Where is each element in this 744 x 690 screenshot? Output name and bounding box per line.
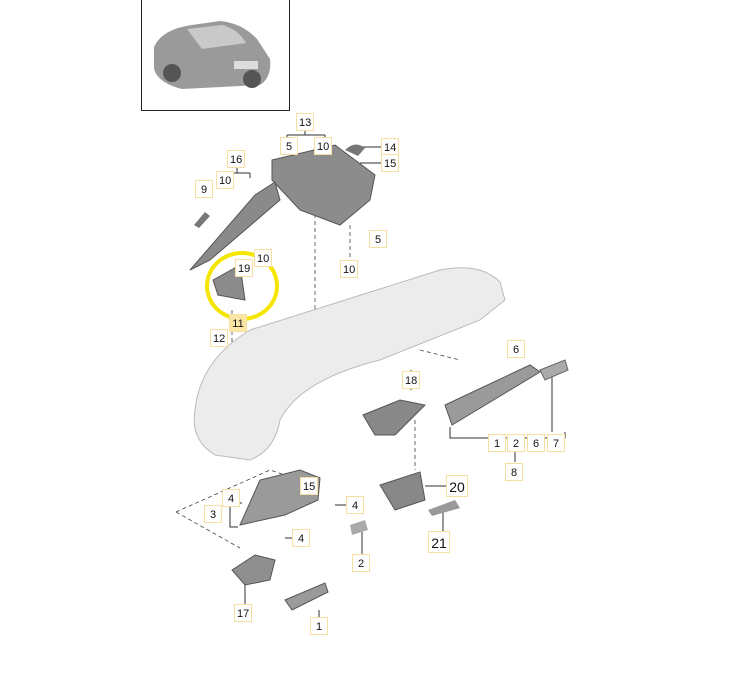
callout-1[interactable]: 1 xyxy=(488,434,506,452)
callout-20[interactable]: 20 xyxy=(446,475,468,497)
callout-11-highlighted[interactable]: 11 xyxy=(229,314,247,332)
cap-part-14 xyxy=(345,144,365,156)
storage-box-part xyxy=(379,471,426,511)
callout-15[interactable]: 15 xyxy=(300,477,319,495)
center-vent-part xyxy=(362,399,427,436)
callout-5[interactable]: 5 xyxy=(280,137,298,155)
callout-3[interactable]: 3 xyxy=(204,505,222,523)
callout-4[interactable]: 4 xyxy=(346,496,364,514)
callout-10[interactable]: 10 xyxy=(340,260,359,278)
callout-10[interactable]: 10 xyxy=(254,249,273,267)
callout-1[interactable]: 1 xyxy=(310,617,328,635)
upper-cover-part xyxy=(271,144,376,226)
callout-7[interactable]: 7 xyxy=(547,434,565,452)
callout-2[interactable]: 2 xyxy=(507,434,525,452)
car-icon xyxy=(154,21,271,89)
glovebox-part xyxy=(444,364,541,426)
callout-12[interactable]: 12 xyxy=(210,329,229,347)
callout-19[interactable]: 19 xyxy=(235,259,254,277)
callout-16[interactable]: 16 xyxy=(227,150,246,168)
vehicle-thumbnail[interactable] xyxy=(141,0,290,111)
switch-panel-part-17 xyxy=(231,554,276,586)
callout-6[interactable]: 6 xyxy=(507,340,525,358)
callout-15[interactable]: 15 xyxy=(381,154,400,172)
callout-8[interactable]: 8 xyxy=(505,463,523,481)
callout-10[interactable]: 10 xyxy=(314,137,333,155)
callout-10[interactable]: 10 xyxy=(216,171,235,189)
callout-4[interactable]: 4 xyxy=(292,529,310,547)
mat-part-21 xyxy=(428,500,460,516)
switch-bezel-part-1 xyxy=(284,582,329,611)
callout-18[interactable]: 18 xyxy=(402,371,421,389)
callout-5[interactable]: 5 xyxy=(369,230,387,248)
clip-part-9 xyxy=(194,212,210,228)
callout-17[interactable]: 17 xyxy=(234,604,253,622)
callout-21[interactable]: 21 xyxy=(428,531,450,553)
callout-4[interactable]: 4 xyxy=(222,489,240,507)
cap-part-2 xyxy=(350,520,368,535)
callout-2[interactable]: 2 xyxy=(352,554,370,572)
callout-9[interactable]: 9 xyxy=(195,180,213,198)
callout-13[interactable]: 13 xyxy=(296,113,315,131)
callout-6[interactable]: 6 xyxy=(527,434,545,452)
dashboard-part xyxy=(193,267,506,461)
